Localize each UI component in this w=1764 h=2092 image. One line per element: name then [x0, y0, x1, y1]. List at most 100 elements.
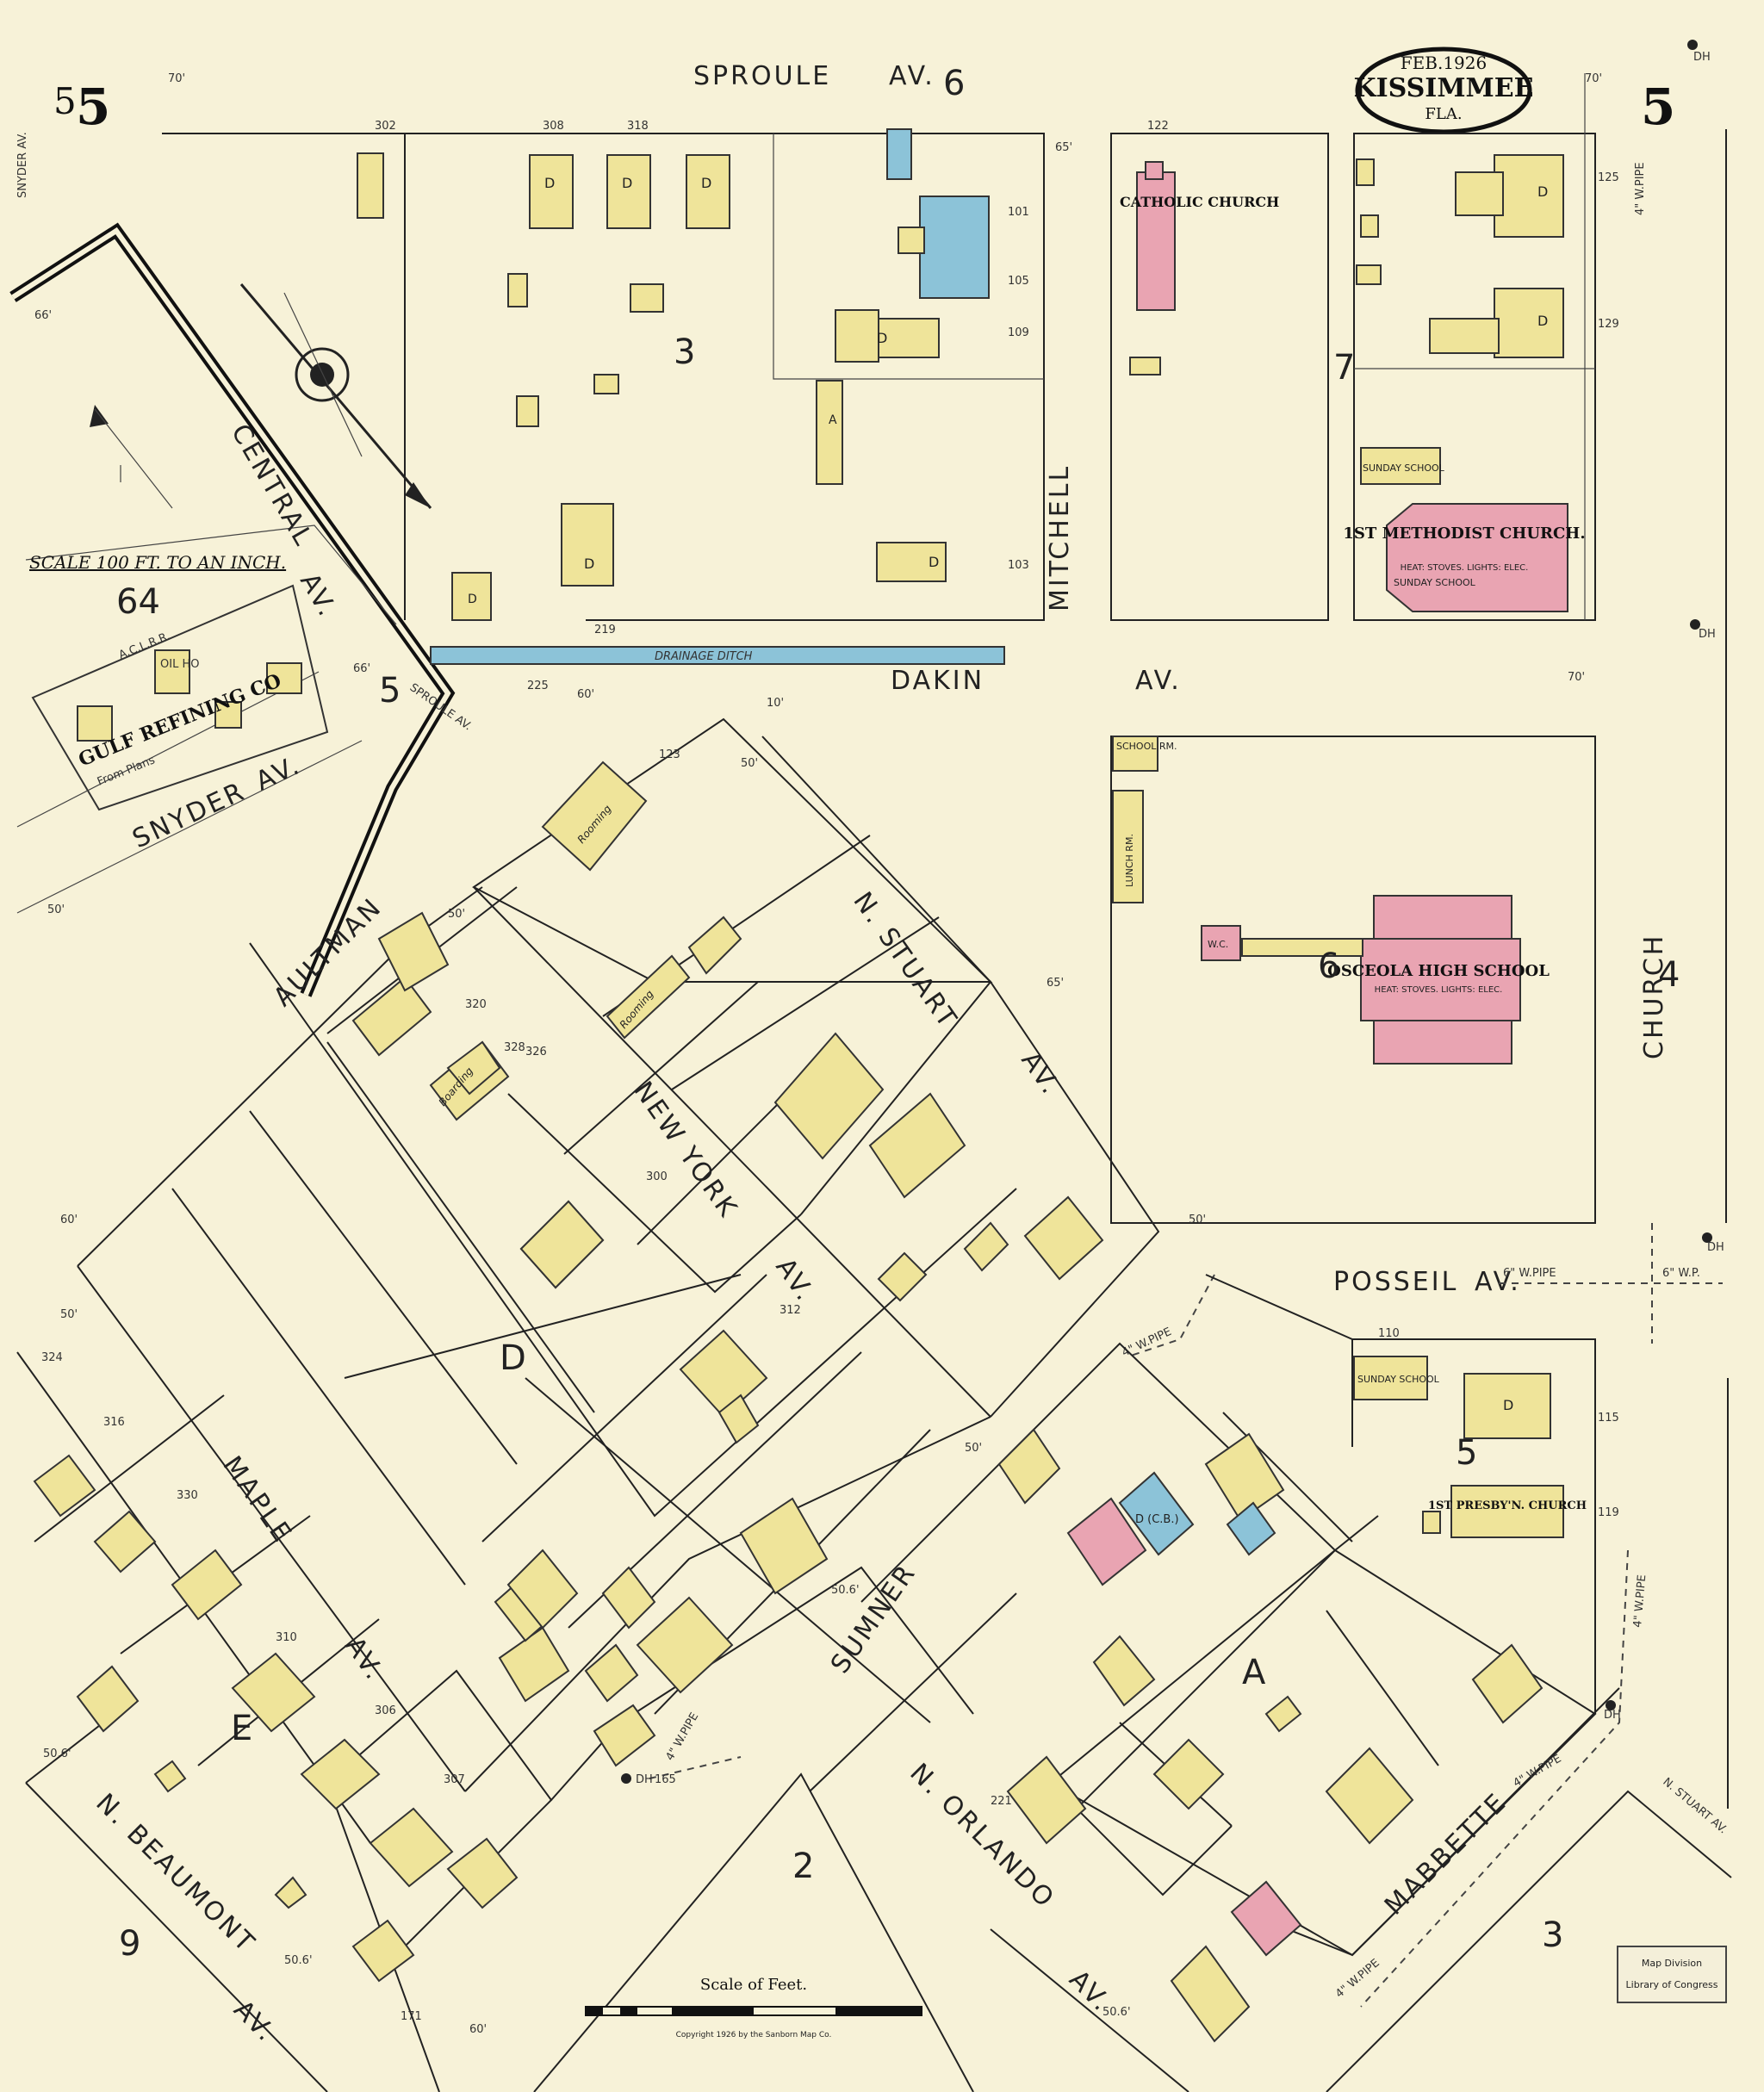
- block-number-7: 7: [1333, 348, 1355, 388]
- hydrant-label-1: DH: [1693, 51, 1711, 64]
- svg-text:316: 316: [103, 1416, 125, 1429]
- pipe-6-label: 6" W.PIPE: [1503, 1267, 1556, 1280]
- svg-text:70': 70': [1568, 671, 1585, 684]
- dwelling-sw: [835, 309, 879, 363]
- compass-rose: [239, 283, 432, 509]
- north-arrow: [90, 405, 173, 509]
- b5-dwelling-label: D: [1503, 1397, 1513, 1413]
- svg-text:122: 122: [1147, 120, 1169, 133]
- svg-text:50.6': 50.6': [284, 1954, 313, 1967]
- dwelling-nw-label: D: [584, 556, 594, 572]
- dwelling-sw-annex: [878, 318, 940, 358]
- svg-text:50': 50': [1189, 1214, 1206, 1226]
- svg-text:307: 307: [444, 1773, 465, 1786]
- state-name: FLA.: [1425, 105, 1462, 123]
- b7-shed-2: [1360, 214, 1379, 238]
- svg-text:125: 125: [1598, 171, 1619, 184]
- svg-text:171: 171: [401, 2010, 422, 2023]
- svg-text:221: 221: [991, 1795, 1012, 1808]
- svg-text:50': 50': [965, 1442, 982, 1455]
- gulf-shed: [214, 701, 242, 729]
- pipe-4-label-church: 4" W.PIPE: [1631, 1574, 1649, 1629]
- svg-text:165: 165: [655, 1773, 676, 1786]
- svg-text:10': 10': [767, 697, 784, 710]
- street-width-labels: 70' 70' 65' 65' 70' 60' 50' 50' 60' 50' …: [34, 72, 1602, 2036]
- city-name: KISSIMMEE: [1354, 73, 1534, 103]
- auto-small-2: [630, 283, 664, 313]
- presbyterian-auto: [1422, 1511, 1441, 1534]
- svg-text:300: 300: [646, 1170, 668, 1183]
- auto-long: [816, 380, 843, 485]
- catholic-church-tower: [1145, 161, 1164, 180]
- school-passage: [1241, 938, 1363, 957]
- dwelling-cb-blue: [1118, 1471, 1195, 1556]
- sunday-school-methodist-label: SUNDAY SCHOOL: [1394, 577, 1476, 588]
- dwelling-sw-label: D: [877, 330, 887, 346]
- catholic-church: [1136, 171, 1176, 311]
- auto-cb-garage: [886, 128, 912, 180]
- svg-text:312: 312: [780, 1304, 801, 1317]
- auto-small-3: [516, 395, 539, 427]
- dwelling-porch: [898, 227, 925, 254]
- svg-text:50.6': 50.6': [43, 1747, 71, 1760]
- auto-small-1: [507, 273, 528, 307]
- dwelling-219-label: D: [468, 593, 477, 606]
- diagonal-block-grid: [16, 717, 1732, 2092]
- gulf-building-small: [266, 662, 302, 694]
- street-sproule-av: AV.: [889, 61, 935, 91]
- school-wc-label: W.C.: [1208, 939, 1228, 950]
- svg-text:60': 60': [60, 1214, 78, 1226]
- pipe-6-short-label: 6" W.P.: [1662, 1267, 1700, 1280]
- osceola-high-school-wing: [1360, 938, 1521, 1021]
- presbyterian-label: 1ST PRESBY'N. CHURCH: [1428, 1499, 1587, 1512]
- dwelling-cb-label: D (C.B.): [1135, 1513, 1179, 1526]
- b7-shed-1: [1356, 158, 1375, 186]
- b7-dwelling-1-label: D: [1537, 183, 1548, 200]
- auto-small-4: [593, 374, 619, 394]
- methodist-note: HEAT: STOVES. LIGHTS: ELEC.: [1401, 563, 1529, 573]
- auto-long-label: A: [829, 413, 837, 427]
- gulf-lot: [31, 584, 329, 811]
- block-7-outline-left: [1110, 133, 1329, 621]
- library-stamp-line-1: Map Division: [1642, 1958, 1702, 1969]
- sheet-number-right: 5: [1641, 78, 1675, 136]
- dwelling-pink: [1066, 1497, 1147, 1586]
- svg-text:219: 219: [594, 624, 616, 636]
- dwelling-s-label: D: [929, 554, 939, 570]
- b7-dwelling-2-label: D: [1537, 313, 1548, 329]
- b7-dwelling-2: [1494, 288, 1564, 358]
- svg-text:110: 110: [1378, 1327, 1400, 1340]
- svg-text:306: 306: [375, 1704, 396, 1717]
- street-dakin-av: AV.: [1135, 666, 1182, 696]
- school-room-label: SCHOOL RM.: [1116, 741, 1177, 752]
- drainage-ditch-label: DRAINAGE DITCH: [655, 650, 753, 663]
- adjoining-sheet-4: 4: [1658, 955, 1680, 995]
- block-letter-e: E: [231, 1709, 252, 1748]
- dwelling-324: [686, 154, 730, 229]
- adjoining-sheet-5: 5: [379, 671, 401, 711]
- house-number-labels: 302 308 318 122 219 225 123 110 115 119 …: [41, 120, 1619, 2023]
- gulf-tanks: [77, 705, 113, 742]
- svg-text:308: 308: [543, 120, 564, 133]
- svg-text:66': 66': [353, 662, 370, 675]
- adjoining-sheet-2: 2: [792, 1847, 814, 1886]
- svg-text:103: 103: [1008, 559, 1029, 572]
- dwelling-302: [357, 152, 384, 219]
- auto-cb-blue: [1226, 1501, 1276, 1556]
- methodist-church: [1386, 503, 1568, 612]
- svg-text:50.6': 50.6': [831, 1584, 860, 1597]
- pipe-4-label-top: 4" W.PIPE: [1634, 162, 1647, 215]
- svg-text:123: 123: [659, 748, 680, 761]
- sunday-school-south: [1353, 1356, 1428, 1400]
- dwellings-diagonal: [33, 760, 1544, 2043]
- svg-text:105: 105: [1008, 275, 1029, 288]
- block-letter-d: D: [500, 1338, 526, 1378]
- svg-text:326: 326: [525, 1046, 547, 1058]
- b5-dwelling: [1463, 1373, 1551, 1439]
- block-letter-a: A: [1242, 1653, 1266, 1692]
- sunday-school-north: [1360, 447, 1441, 485]
- svg-text:302: 302: [375, 120, 396, 133]
- svg-text:320: 320: [465, 998, 487, 1011]
- svg-text:60': 60': [469, 2023, 487, 2036]
